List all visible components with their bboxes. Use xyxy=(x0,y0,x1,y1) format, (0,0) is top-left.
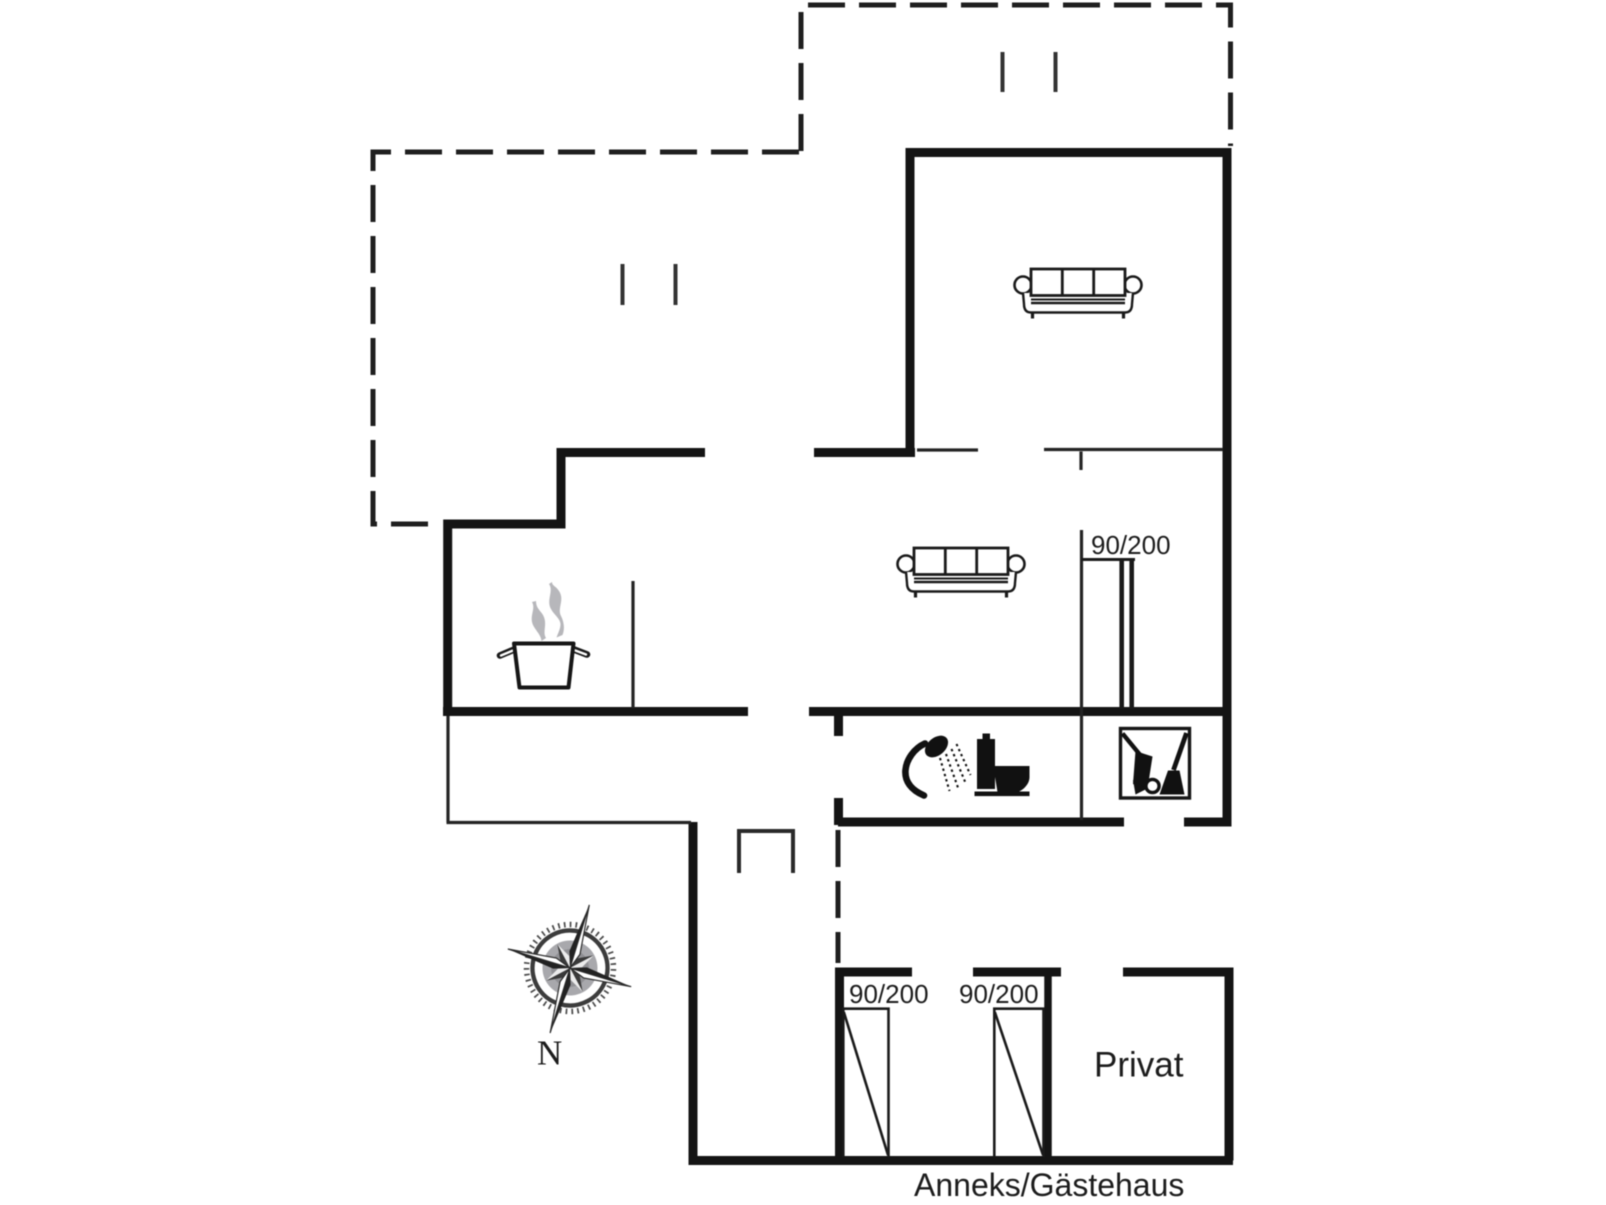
svg-text:90/200: 90/200 xyxy=(1091,530,1171,560)
svg-text:90/200: 90/200 xyxy=(849,979,929,1009)
svg-text:90/200: 90/200 xyxy=(959,979,1039,1009)
svg-text:Privat: Privat xyxy=(1094,1046,1184,1085)
svg-text:N: N xyxy=(537,1034,562,1073)
svg-text:Anneks/Gästehaus: Anneks/Gästehaus xyxy=(914,1167,1184,1203)
